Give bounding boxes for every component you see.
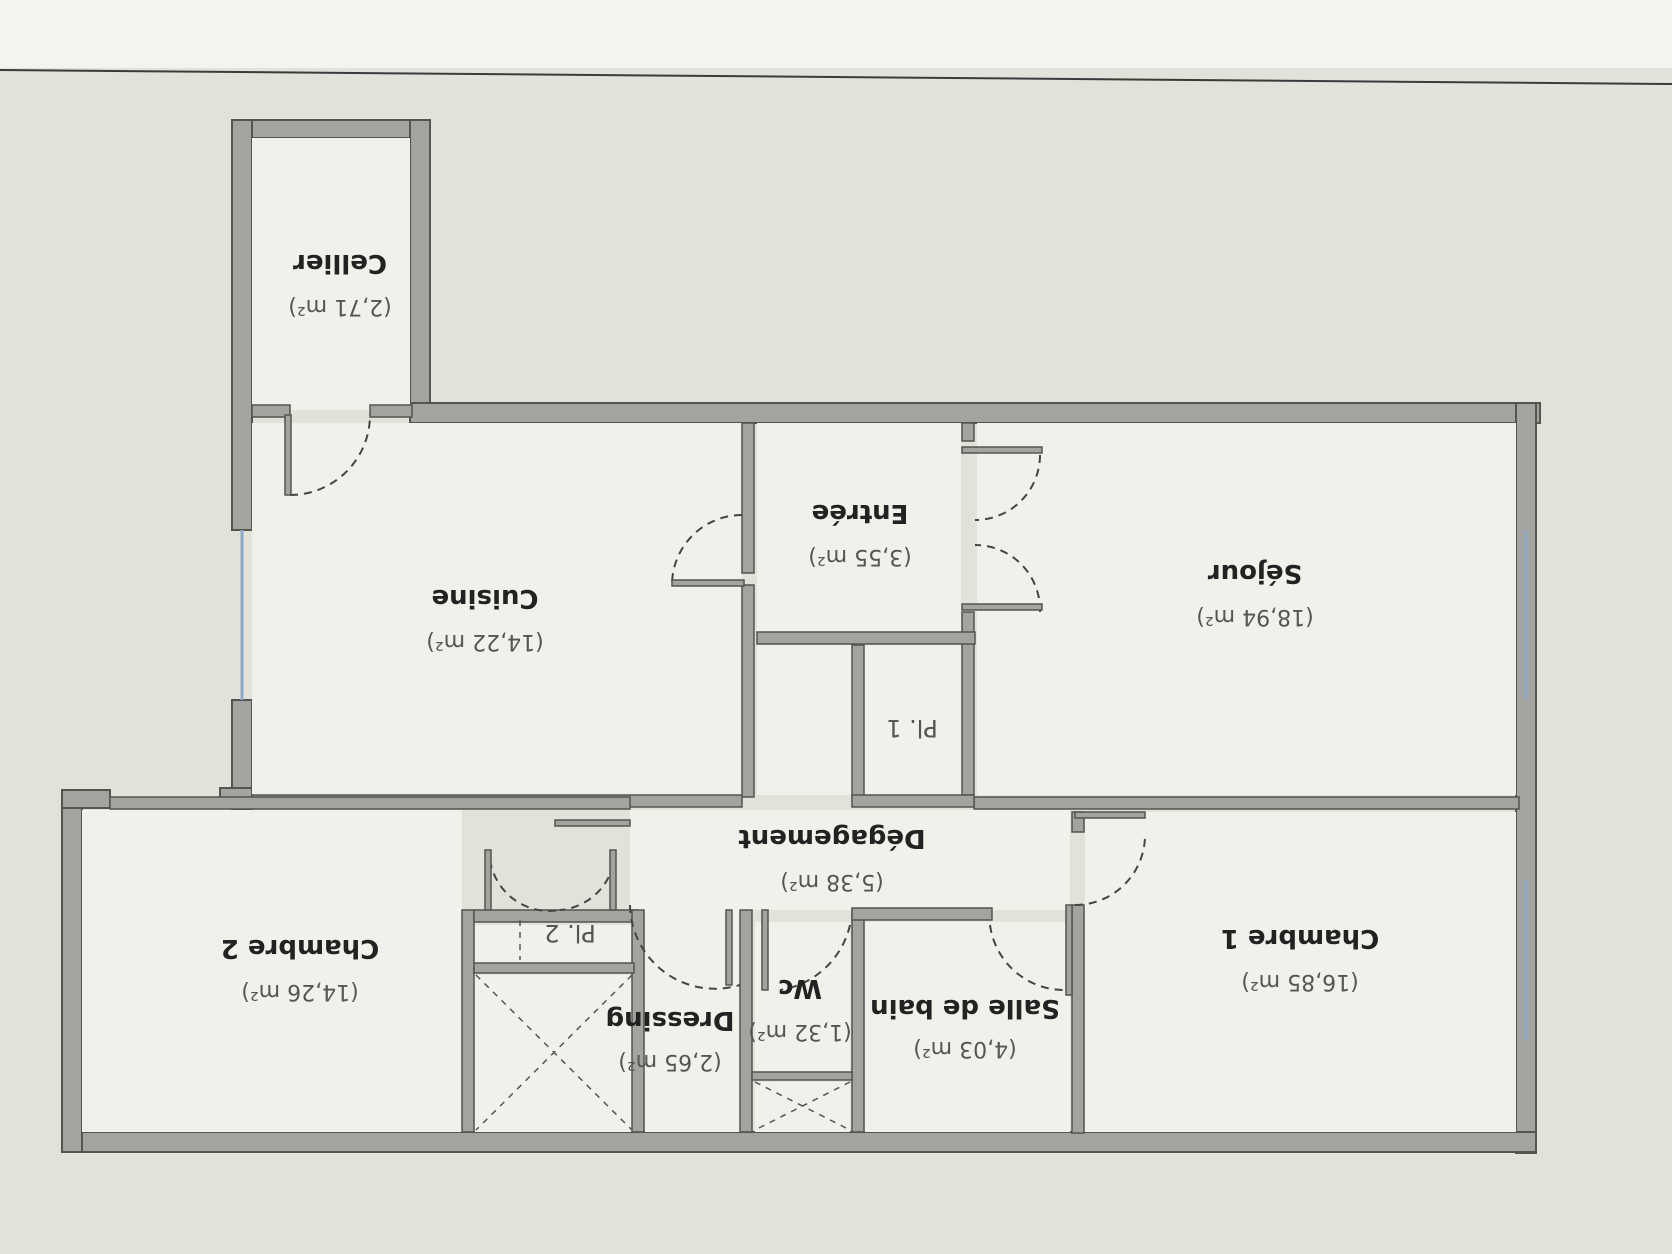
sejour-label: Séjour <box>1208 558 1303 588</box>
pl2-floor <box>475 925 635 965</box>
pl2-label: Pl. 2 <box>544 919 596 947</box>
chambre1-floor <box>1085 812 1516 1132</box>
cuisine-area: (14,22 m²) <box>426 629 543 654</box>
door-leaves <box>284 414 1146 996</box>
sdb-label: Salle de bain <box>870 993 1060 1023</box>
dressing-area: (2,65 m²) <box>618 1049 721 1074</box>
entree-label: Entrée <box>812 498 909 528</box>
cellier-floor <box>252 138 410 410</box>
cellier-area: (2,71 m²) <box>288 294 391 319</box>
degagement-floor <box>757 645 852 795</box>
wc-floor <box>755 922 850 1072</box>
chambre2-label: Chambre 2 <box>221 933 379 963</box>
dressing-label: Dressing <box>605 1005 734 1035</box>
wc-area: (1,32 m²) <box>748 1019 851 1044</box>
chambre2-floor <box>82 810 462 1132</box>
storage-cross-marks <box>475 920 851 1131</box>
door-swings <box>289 414 1146 992</box>
room-labels: Cellier (2,71 m²) Cuisine (14,22 m²) Ent… <box>221 248 1379 1074</box>
degagement-area: (5,38 m²) <box>780 869 883 894</box>
sdb-area: (4,03 m²) <box>913 1036 1016 1061</box>
screen-edge-line <box>0 69 1672 85</box>
chambre1-area: (16,85 m²) <box>1241 969 1358 994</box>
chambre2-area: (14,26 m²) <box>241 979 358 1004</box>
dressing-floor <box>645 910 740 1132</box>
sejour-area: (18,94 m²) <box>1196 604 1313 629</box>
cuisine-floor <box>252 423 742 795</box>
outer-walls <box>61 119 1541 1154</box>
wc-label: Wc <box>778 973 822 1003</box>
floors <box>82 138 1516 1132</box>
cuisine-label: Cuisine <box>431 583 538 613</box>
chambre1-label: Chambre 1 <box>1221 923 1379 953</box>
degagement-floor-2 <box>630 810 1070 910</box>
entree-area: (3,55 m²) <box>808 544 911 569</box>
degagement-label: Dégagement <box>738 823 925 853</box>
entree-floor <box>757 423 961 635</box>
cellier-label: Cellier <box>293 248 387 278</box>
sejour-floor <box>977 423 1516 795</box>
interior-walls <box>109 404 1520 1134</box>
pl1-label: Pl. 1 <box>886 714 938 742</box>
screen-top-strip <box>0 0 1672 68</box>
sdb-floor <box>865 922 1070 1132</box>
pl1-floor <box>862 645 962 795</box>
